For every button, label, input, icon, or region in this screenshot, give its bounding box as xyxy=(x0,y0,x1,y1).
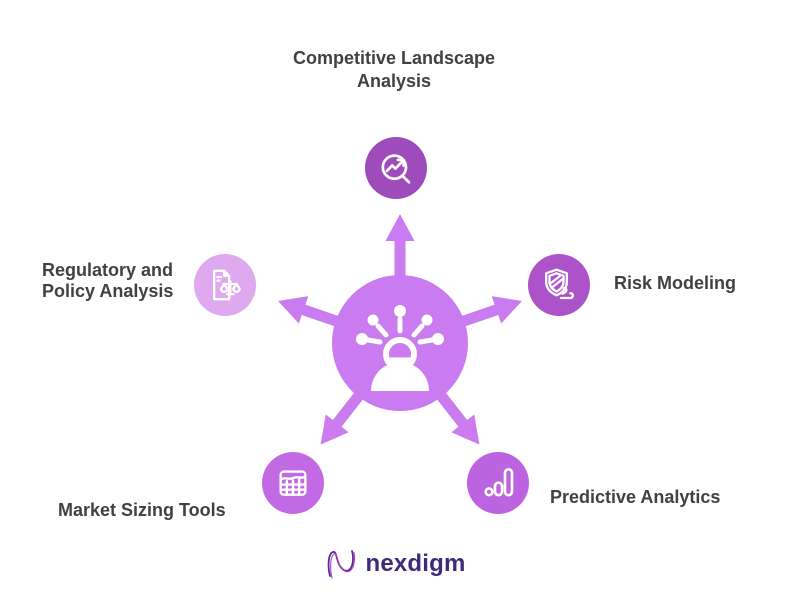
node-circle-competitive xyxy=(365,137,427,199)
trend-search-icon xyxy=(381,154,411,184)
shield-wind-icon xyxy=(545,268,574,300)
node-circle-risk xyxy=(528,254,590,316)
analytics-bars-icon xyxy=(484,467,514,497)
presenter-person-icon xyxy=(356,305,444,391)
chart-grid-icon xyxy=(279,470,307,496)
brand-logo: nexdigm xyxy=(0,546,792,582)
nexdigm-logo-icon xyxy=(328,550,356,579)
node-label-predictive: Predictive Analytics xyxy=(550,487,721,507)
node-label-risk: Risk Modeling xyxy=(614,273,737,293)
brand-name: nexdigm xyxy=(365,550,466,577)
node-label-regulatory: Regulatory and Policy Analysis xyxy=(42,260,174,301)
node-label-competitive: Competitive Landscape Analysis xyxy=(292,48,496,91)
node-label-market: Market Sizing Tools xyxy=(58,500,226,520)
node-circle-regulatory xyxy=(194,254,256,316)
document-scales-icon xyxy=(213,269,241,301)
node-circle-predictive xyxy=(467,452,529,514)
node-circle-market xyxy=(262,452,324,514)
